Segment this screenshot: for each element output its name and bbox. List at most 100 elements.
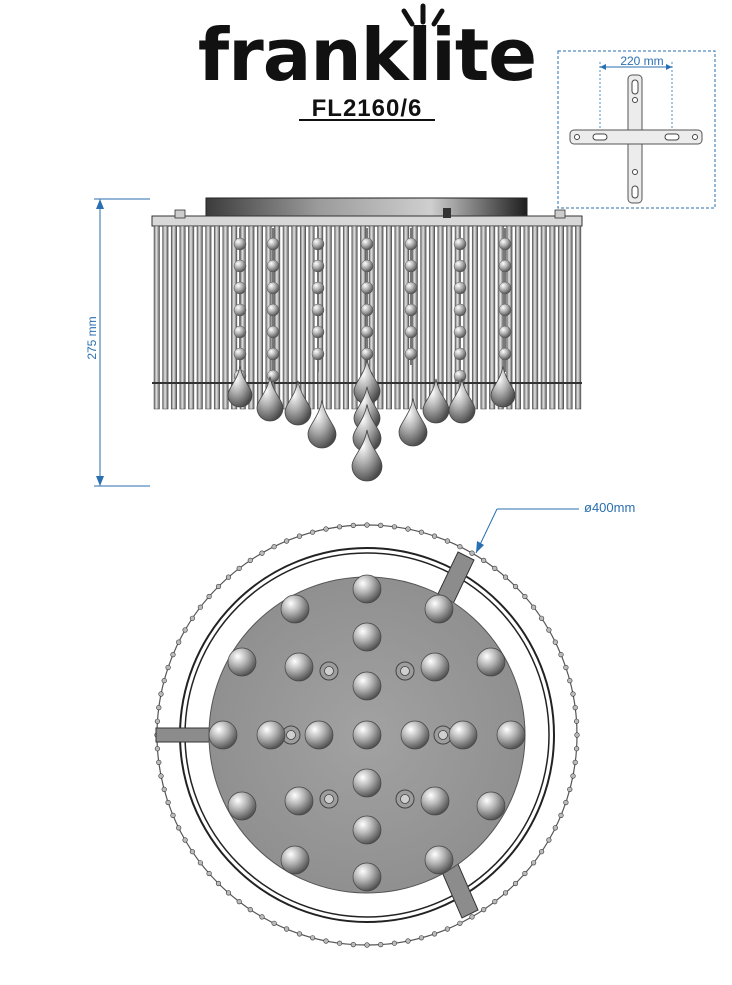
crystal-sphere	[227, 647, 257, 677]
ring-bead	[492, 898, 498, 905]
small-bead	[233, 347, 247, 361]
ring-bead	[469, 550, 475, 556]
ring-bead	[457, 544, 463, 550]
small-bead	[498, 281, 512, 295]
brand-name: franklite	[198, 13, 536, 97]
ring-bead	[189, 849, 195, 855]
ring-bead	[364, 942, 370, 948]
crystal-rod	[342, 225, 349, 410]
teardrop-crystal	[227, 366, 253, 408]
ring-bead	[558, 651, 564, 658]
ring-bead	[573, 718, 580, 724]
small-bead	[266, 369, 280, 383]
ring-bead	[189, 615, 195, 621]
ring-bead	[492, 565, 498, 572]
small-bead	[311, 281, 325, 295]
small-bead	[404, 281, 418, 295]
crystal-rod	[532, 225, 539, 410]
small-bead	[266, 237, 280, 251]
crystal-sphere	[280, 845, 310, 875]
crystal-rod	[188, 225, 195, 410]
crystal-rod	[170, 225, 177, 410]
ring-bead	[337, 940, 343, 946]
ring-bead	[572, 759, 578, 766]
ring-bead	[156, 704, 162, 711]
ring-bead	[323, 938, 329, 944]
ring-bead	[156, 759, 162, 766]
ring-bead	[170, 812, 176, 819]
ring-bead	[215, 583, 222, 590]
ring-bead	[570, 773, 576, 779]
small-bead	[311, 237, 325, 251]
teardrop-crystal	[351, 429, 383, 482]
crystal-sphere	[352, 574, 382, 604]
ring-bead	[563, 799, 569, 806]
crystal-rod	[420, 225, 427, 410]
ring-bead	[573, 746, 580, 752]
ring-bead	[296, 931, 303, 937]
ring-bead	[572, 704, 578, 711]
small-bead	[453, 303, 467, 317]
ring-bead	[546, 627, 552, 633]
lamp-bulb	[324, 794, 334, 804]
crystal-rod	[385, 225, 392, 410]
ring-bead	[337, 524, 343, 530]
ring-bead	[378, 941, 384, 948]
ring-bead	[552, 639, 558, 645]
crystal-rod	[506, 225, 513, 410]
crystal-rod	[299, 225, 306, 410]
crystal-rod	[334, 225, 341, 410]
small-bead	[453, 237, 467, 251]
crystal-rod	[213, 225, 220, 410]
model-number: FL2160/6	[312, 95, 423, 122]
outer-ring-beads	[154, 522, 580, 948]
ring-bead	[538, 849, 545, 855]
ring-bead	[247, 557, 253, 564]
ring-bead	[165, 799, 171, 806]
crystal-rod	[282, 225, 289, 410]
ring-bead	[271, 544, 277, 550]
crystal-rod	[196, 225, 203, 410]
crystal-rod	[394, 225, 401, 410]
crystal-rod	[523, 225, 530, 410]
ring-bead	[418, 529, 425, 535]
crystal-rod	[428, 225, 435, 410]
ring-bead	[530, 604, 537, 610]
crystal-sphere	[420, 652, 450, 682]
lamp-holders	[281, 661, 453, 809]
ring-bead	[469, 914, 475, 920]
crystal-sphere	[352, 671, 382, 701]
small-bead	[360, 259, 374, 273]
diameter-dimension-label: ø400mm	[584, 500, 635, 515]
crystal-sphere	[496, 720, 526, 750]
small-bead	[311, 303, 325, 317]
ring-bead	[481, 557, 487, 564]
small-bead	[233, 325, 247, 339]
ring-bead	[161, 677, 167, 684]
ring-bead	[512, 583, 519, 590]
crystal-sphere	[352, 815, 382, 845]
small-bead	[266, 325, 280, 339]
crystal-rod	[222, 225, 229, 410]
crystal-rod	[575, 225, 582, 410]
ring-bead	[391, 524, 398, 530]
ring-bead	[225, 574, 232, 580]
ring-bead	[284, 538, 290, 544]
small-bead	[453, 347, 467, 361]
teardrop-crystal	[256, 376, 284, 422]
crystal-rod	[291, 225, 298, 410]
ring-bead	[405, 526, 411, 532]
crystal-rod	[489, 225, 496, 410]
crystal-sphere	[304, 720, 334, 750]
crystal-sphere	[420, 786, 450, 816]
ring-bead	[350, 941, 356, 948]
brand-logo: franklite	[198, 3, 537, 97]
ring-bead	[236, 565, 242, 572]
small-bead	[453, 369, 467, 383]
crystal-sphere	[227, 791, 257, 821]
crystal-rod	[557, 225, 564, 410]
side-view: 275 mm	[85, 197, 583, 487]
crystal-rod	[248, 225, 255, 410]
crystal-rod	[437, 225, 444, 410]
